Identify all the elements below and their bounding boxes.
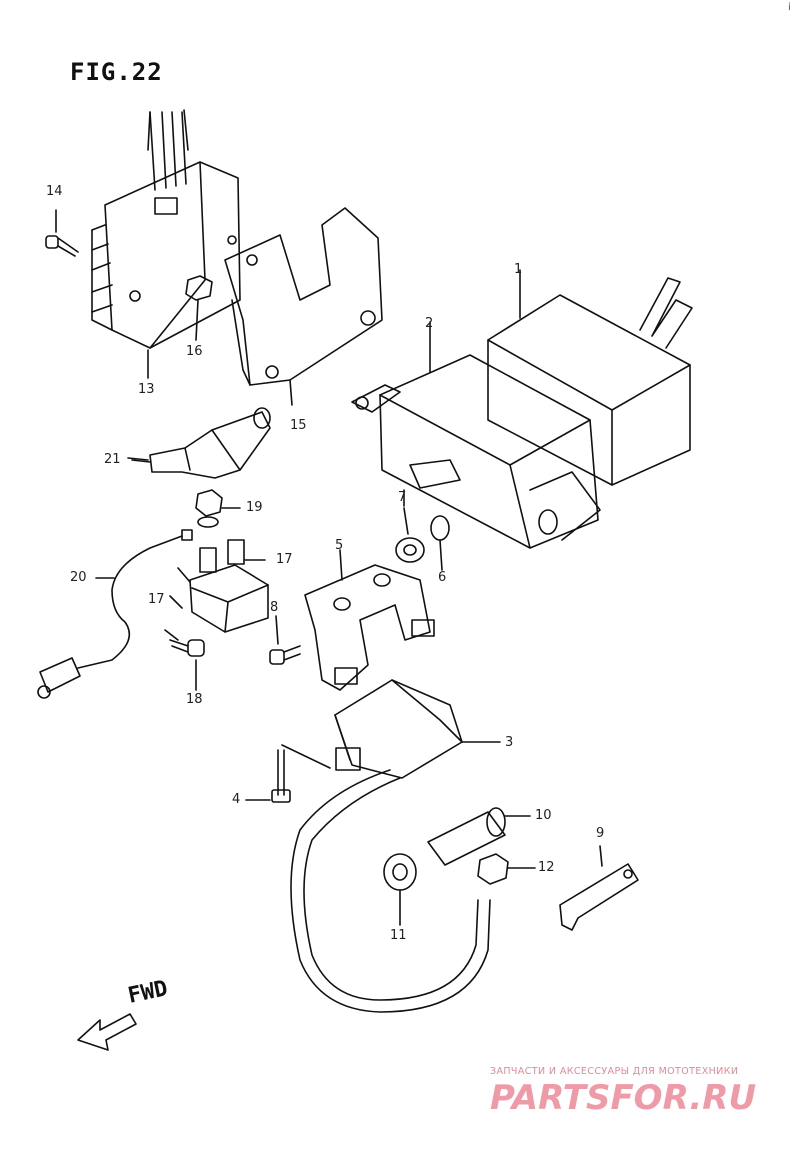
- callout-17-alt: 17: [148, 592, 165, 607]
- callout-15: 15: [290, 418, 307, 433]
- part-3-ignition-coil: [290, 679, 501, 1013]
- callout-19: 19: [246, 500, 263, 515]
- part-19-cap: [195, 489, 241, 528]
- part-9-clamp: [559, 845, 639, 931]
- part-7-grommet: [395, 507, 425, 563]
- callout-6: 6: [438, 570, 447, 585]
- callout-18: 18: [186, 692, 203, 707]
- part-21-connector: [131, 407, 271, 479]
- part-18-screw: [169, 639, 205, 691]
- callout-13: 13: [138, 382, 155, 397]
- callout-17: 17: [276, 552, 293, 567]
- part-11-washer: [383, 853, 417, 926]
- part-5-bracket: [304, 549, 435, 691]
- figure-title: FIG.22: [70, 58, 163, 86]
- callout-7: 7: [398, 490, 407, 505]
- callout-11: 11: [390, 928, 407, 943]
- callout-4: 4: [232, 792, 241, 807]
- part-16-nut: [185, 275, 213, 341]
- part-20-lead-wire: [37, 529, 193, 699]
- watermark-subtitle: ЗАПЧАСТИ И АКСЕССУАРЫ ДЛЯ МОТОТЕХНИКИ: [490, 1066, 739, 1077]
- part-15-bracket: [224, 207, 383, 406]
- callout-5: 5: [335, 538, 344, 553]
- callout-9: 9: [596, 826, 605, 841]
- callout-3: 3: [505, 735, 514, 750]
- part-13-regulator: [91, 109, 241, 349]
- callout-14: 14: [46, 184, 63, 199]
- watermark-brand: PARTSFOR.RU: [490, 1078, 757, 1118]
- part-17-starter-relay: [164, 539, 269, 641]
- part-8-bolt: [269, 615, 301, 665]
- part-10-plug-cap: [427, 807, 531, 866]
- part-6-cap: [430, 515, 450, 571]
- part-2-ignitor-box: [351, 321, 601, 549]
- callout-12: 12: [538, 860, 555, 875]
- leader-21: [127, 457, 149, 461]
- callout-21: 21: [104, 452, 121, 467]
- callout-20: 20: [70, 570, 87, 585]
- part-1-cdi-unit: [487, 269, 693, 486]
- part-14-screw: [45, 209, 79, 257]
- callout-8: 8: [270, 600, 279, 615]
- corner-mark: i: [788, 2, 791, 13]
- callout-16: 16: [186, 344, 203, 359]
- callout-2: 2: [425, 316, 434, 331]
- callout-1: 1: [514, 262, 523, 277]
- part-12-nut: [477, 853, 536, 885]
- callout-10: 10: [535, 808, 552, 823]
- part-4-bolt: [245, 744, 331, 803]
- fwd-arrow-icon: [77, 1013, 137, 1051]
